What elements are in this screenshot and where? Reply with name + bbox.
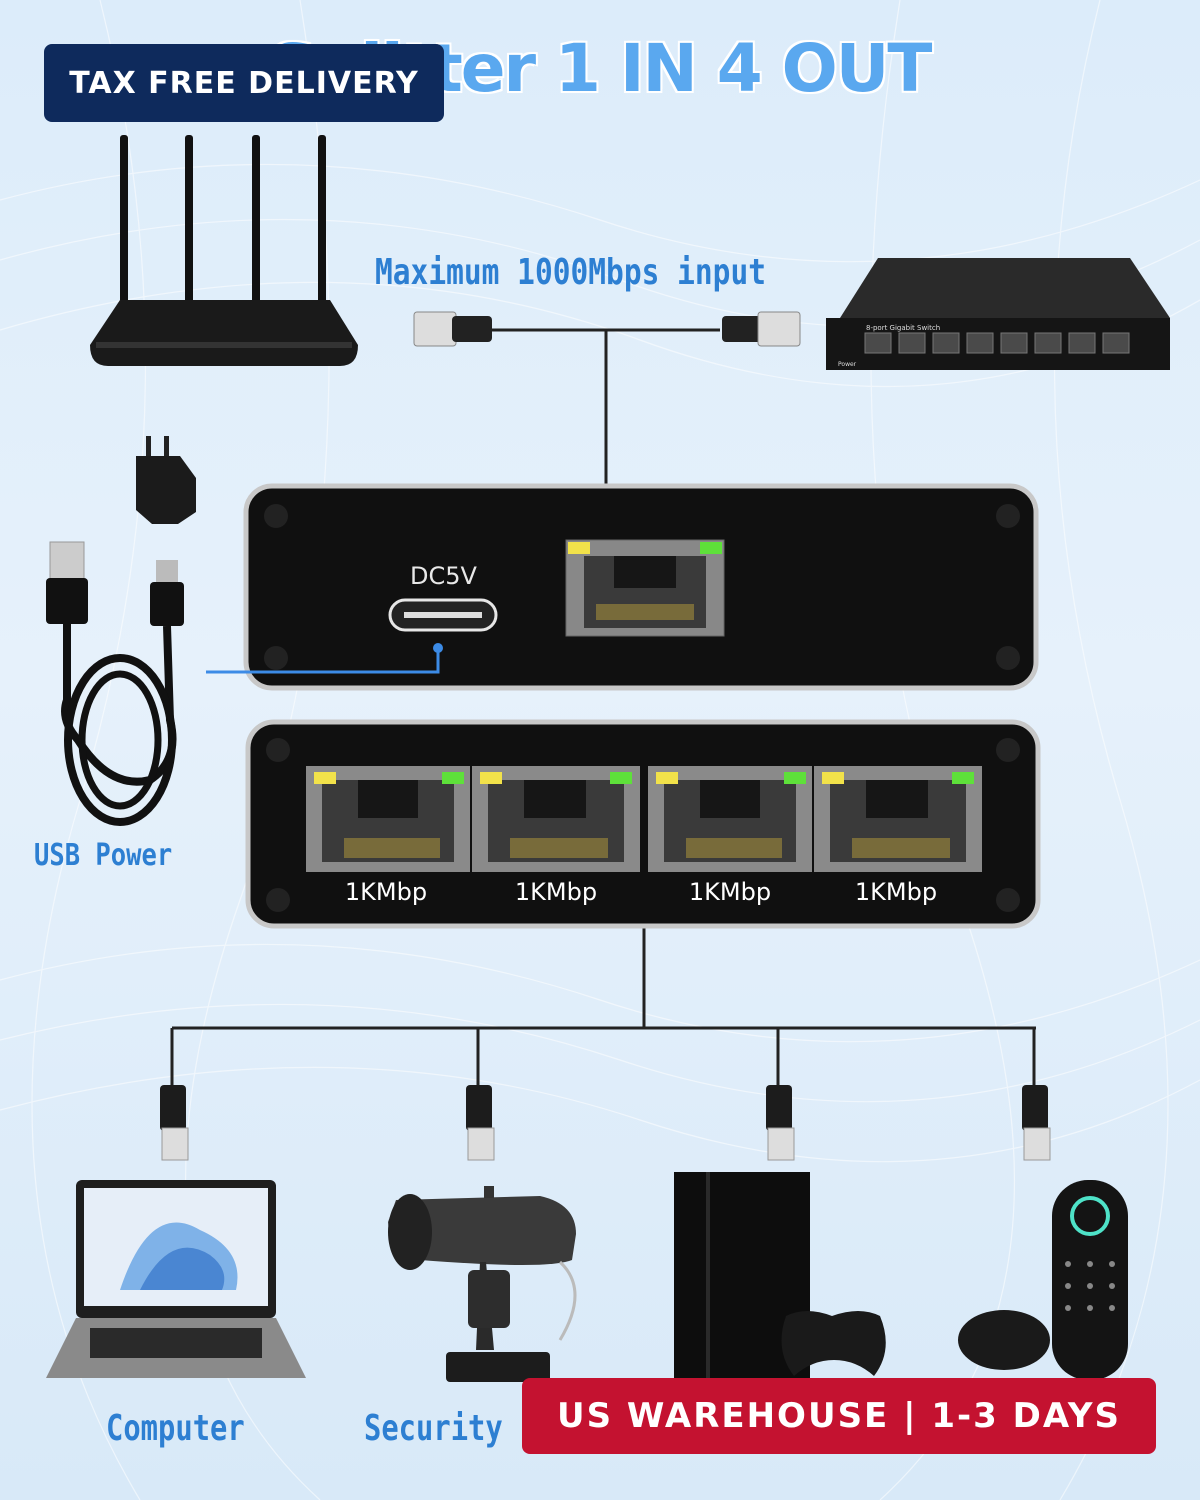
- us-warehouse-badge: US WAREHOUSE | 1-3 DAYS: [522, 1378, 1156, 1454]
- port-4-icon: [814, 766, 982, 872]
- network-switch-icon: [826, 258, 1170, 370]
- port-3-icon: [648, 766, 812, 872]
- tax-free-delivery-badge: TAX FREE DELIVERY: [44, 44, 444, 122]
- router-icon: [90, 135, 358, 366]
- usb-power-label: USB Power: [34, 838, 173, 873]
- rj45-plug-bottom-icon: [160, 1085, 1051, 1161]
- port-2-icon: [472, 766, 640, 872]
- splitter-output-panel: [245, 719, 1041, 929]
- tv-remote-icon: [958, 1180, 1128, 1380]
- port-4-label: 1KMbp: [854, 878, 938, 906]
- game-console-icon: [674, 1172, 886, 1378]
- splitter-input-panel: [206, 483, 1039, 691]
- laptop-icon: [46, 1180, 306, 1378]
- port-1-icon: [306, 766, 470, 872]
- switch-power-text: Power: [838, 361, 857, 368]
- port-3-label: 1KMbp: [688, 878, 772, 906]
- rj45-plug-right-icon: [722, 311, 801, 347]
- device-label-computer: Computer: [106, 1408, 245, 1449]
- port-1-label: 1KMbp: [344, 878, 428, 906]
- rj45-plug-left-icon: [413, 311, 492, 347]
- switch-name-text: 8-port Gigabit Switch: [866, 324, 940, 332]
- power-adapter-icon: [136, 436, 196, 524]
- port-2-label: 1KMbp: [514, 878, 598, 906]
- max-input-label: Maximum 1000Mbps input: [375, 252, 766, 293]
- security-camera-icon: [388, 1186, 577, 1382]
- dc5v-label: DC5V: [410, 562, 477, 590]
- usb-cable-icon: [46, 541, 184, 826]
